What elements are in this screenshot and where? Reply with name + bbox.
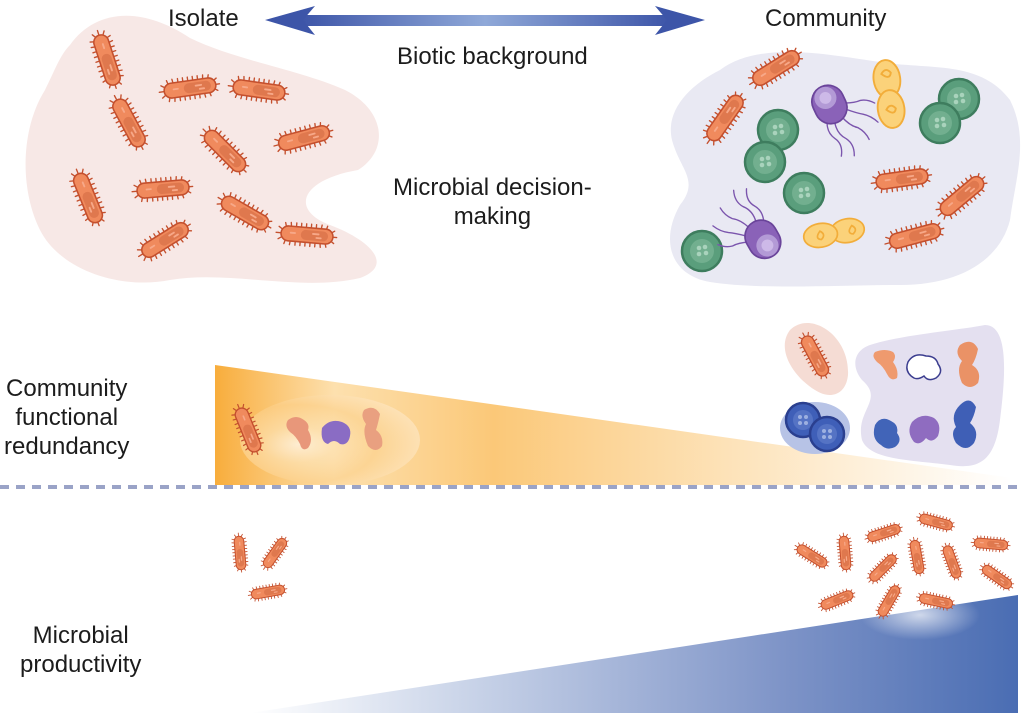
green-coccus-icon [782, 171, 826, 215]
isolate-label: Isolate [168, 5, 239, 32]
decision-making-label: Microbial decision- making [393, 173, 592, 231]
rod-bacterium-icon [863, 548, 903, 588]
green-coccus-icon [918, 101, 962, 145]
orange-protein-icon [286, 417, 311, 450]
community-cluster [670, 41, 1021, 287]
rod-bacterium-icon [969, 534, 1012, 554]
purple-protein-icon [909, 415, 940, 444]
rod-bacterium-icon [257, 532, 293, 575]
purple-protein-icon [321, 420, 351, 445]
biotic-background-arrow [265, 6, 705, 35]
orange-protein-icon [873, 350, 898, 380]
redundancy-line-1: Community [6, 375, 128, 402]
orange-protein-icon [362, 407, 383, 450]
isolate-productivity-cells [230, 531, 293, 604]
blue-protein-icon [873, 418, 900, 449]
redundancy-line-2: functional [15, 404, 119, 431]
isolate-cluster [25, 15, 379, 283]
productivity-wedge [250, 590, 1018, 713]
green-coccus-icon [680, 229, 724, 273]
redundancy-line-3: redundancy [4, 433, 130, 460]
biotic-background-label: Biotic background [397, 43, 588, 70]
blue-protein-icon [953, 400, 977, 448]
decision-making-line-2: making [453, 203, 532, 230]
rod-bacterium-icon [246, 581, 289, 604]
functional-redundancy-label: Community functional redundancy [4, 374, 129, 461]
rod-bacterium-icon [230, 531, 250, 574]
community-background-blob [855, 325, 1005, 467]
rod-bacterium-icon [914, 509, 957, 535]
white-protein-outline-icon [906, 354, 942, 381]
redundancy-community-icons [780, 322, 1005, 467]
community-label: Community [765, 5, 887, 32]
rod-bacterium-icon [835, 531, 855, 574]
productivity-line-1: Microbial [32, 622, 129, 649]
redundancy-wedge [215, 365, 1012, 485]
decision-making-line-1: Microbial decision- [393, 174, 592, 201]
rod-bacterium-icon [937, 540, 966, 584]
orange-protein-icon [957, 341, 980, 387]
microbial-productivity-label: Microbial productivity [20, 621, 141, 679]
rod-bacterium-icon [862, 519, 905, 547]
productivity-line-2: productivity [20, 651, 142, 678]
rod-bacterium-icon [905, 535, 928, 578]
rod-bacterium-icon [815, 585, 858, 615]
rod-bacterium-icon [975, 559, 1018, 595]
blue-coccus-icon [808, 415, 846, 453]
rod-bacterium-icon [790, 538, 833, 573]
green-coccus-icon [743, 140, 787, 184]
